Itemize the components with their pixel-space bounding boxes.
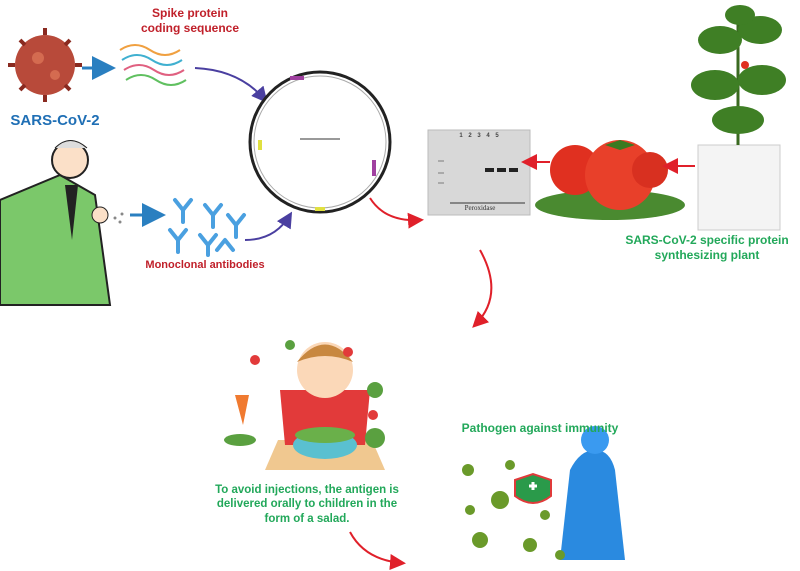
tomato-plant-icon xyxy=(691,5,786,231)
plant-label: SARS-CoV-2 specific protein synthesizing… xyxy=(625,233,789,262)
arrow xyxy=(194,67,268,104)
arrow xyxy=(369,197,424,229)
immunity-label: Pathogen against immunity xyxy=(461,421,619,435)
plasmid-map-icon xyxy=(248,70,392,214)
arrow xyxy=(349,531,406,570)
spike-protein-label: Spike protein coding sequence xyxy=(140,6,240,35)
gel-image xyxy=(427,129,531,216)
immune-human-with-shield-icon xyxy=(514,426,625,560)
monoclonal-antibodies-label: Monoclonal antibodies xyxy=(145,259,265,271)
gel-caption: Peroxidase xyxy=(464,204,496,212)
salad-caption: To avoid injections, the antigen is deli… xyxy=(215,484,399,525)
sars-cov-2-label: SARS-CoV-2 xyxy=(10,112,100,129)
arrow xyxy=(472,249,493,328)
tomatoes-icon xyxy=(535,140,685,220)
arrow xyxy=(244,211,293,241)
virus-particles-icon xyxy=(462,460,565,560)
virus-icon xyxy=(8,28,82,102)
child-eating-salad-icon xyxy=(224,340,385,470)
coughing-man-icon xyxy=(0,140,124,306)
dna-strands-icon xyxy=(119,44,187,86)
antibodies-icon xyxy=(168,198,246,257)
gel-lanes-label: 1 2 3 4 5 xyxy=(459,133,501,139)
